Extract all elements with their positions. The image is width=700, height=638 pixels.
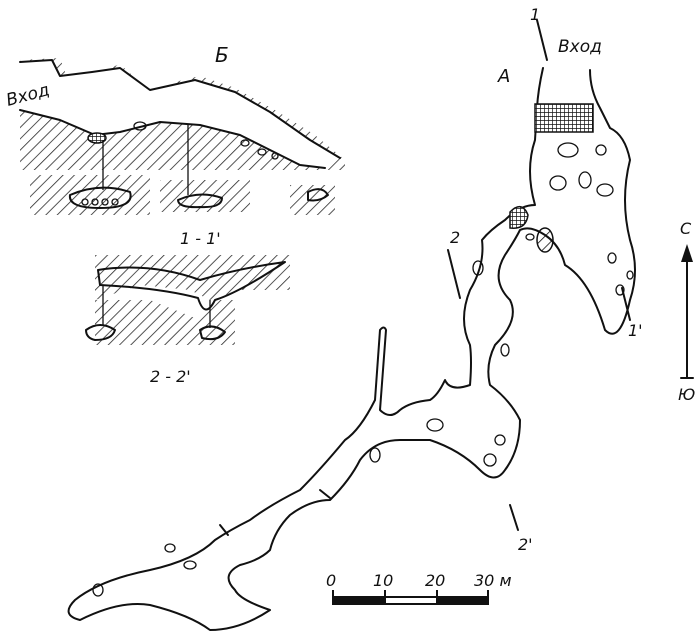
cave-plan — [67, 67, 636, 631]
section-1-title: 1 - 1' — [180, 229, 221, 248]
section-2-title: 2 - 2' — [150, 367, 191, 386]
scale-tick-0: 0 — [326, 571, 336, 590]
section-1-profile — [19, 58, 345, 215]
section-label: Б — [215, 43, 229, 67]
scale-bar — [332, 590, 489, 605]
compass-south-label: Ю — [678, 385, 695, 404]
section-1-start-mark: 1 — [530, 5, 540, 24]
section-2-profile — [85, 255, 290, 345]
scale-tick-20: 20 — [425, 571, 445, 590]
north-arrow — [680, 244, 694, 379]
section-2-end-mark: 2' — [518, 535, 533, 554]
entrance-label-plan: Вход — [558, 37, 602, 57]
plan-label: А — [497, 66, 510, 87]
scale-tick-30: 30 м — [474, 571, 512, 590]
section-1-end-mark: 1' — [628, 321, 643, 340]
scale-tick-10: 10 — [373, 571, 393, 590]
section-2-start-mark: 2 — [450, 228, 460, 247]
compass-north-label: С — [680, 219, 692, 238]
